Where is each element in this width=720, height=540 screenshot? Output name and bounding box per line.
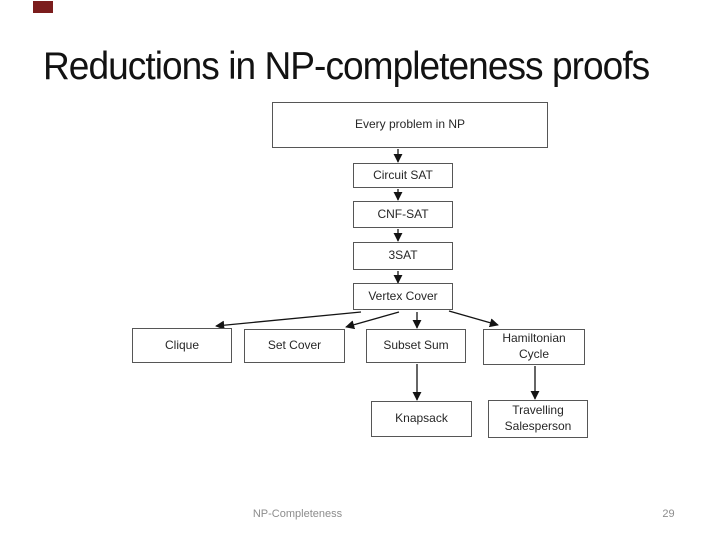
node-every-problem-in-np: Every problem in NP [272, 102, 548, 148]
node-circuit-sat: Circuit SAT [353, 163, 453, 188]
arrow-vertexcover-to-setcover [345, 311, 400, 330]
node-knapsack: Knapsack [371, 401, 472, 437]
arrow-vertexcover-to-hamiltonian [448, 310, 499, 328]
node-vertex-cover: Vertex Cover [353, 283, 453, 310]
node-cnf-sat: CNF-SAT [353, 201, 453, 228]
node-travelling-salesperson: Travelling Salesperson [488, 400, 588, 438]
arrow-vertexcover-to-clique [215, 311, 362, 330]
footer-text: NP-Completeness [252, 508, 343, 520]
node-subset-sum: Subset Sum [366, 329, 466, 363]
node-hamiltonian-cycle: Hamiltonian Cycle [483, 329, 585, 365]
slide-title: Reductions in NP-completeness proofs [43, 45, 650, 88]
node-set-cover: Set Cover [244, 329, 345, 363]
node-3sat: 3SAT [353, 242, 453, 270]
page-number: 29 [662, 508, 675, 520]
accent-mark [33, 1, 53, 13]
node-clique: Clique [132, 328, 232, 363]
